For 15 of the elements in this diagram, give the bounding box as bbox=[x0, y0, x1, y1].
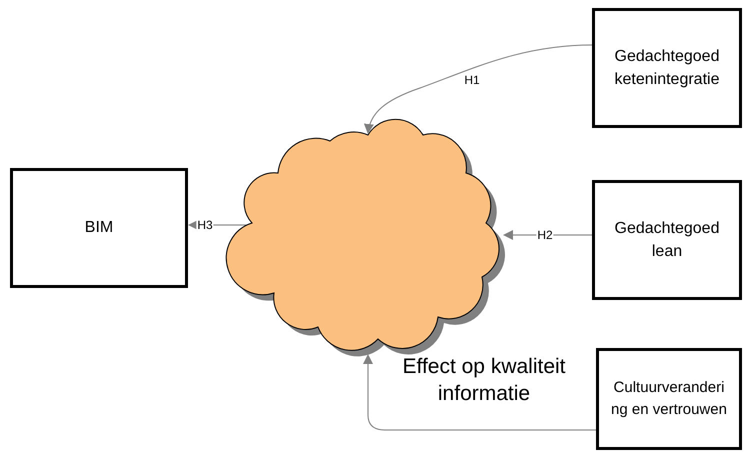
edge-label: H3 bbox=[196, 219, 214, 231]
edge-label: H2 bbox=[536, 229, 554, 241]
node-label: Effect op kwaliteit informatie bbox=[401, 354, 567, 408]
process-box bbox=[592, 180, 742, 300]
connector-arrow bbox=[503, 230, 592, 240]
process-box bbox=[592, 8, 742, 128]
node-label: BIM bbox=[84, 218, 114, 238]
node-label: Gedachtegoed lean bbox=[614, 218, 720, 262]
process-box bbox=[10, 168, 188, 288]
connector-arrow bbox=[363, 354, 596, 430]
process-box bbox=[596, 348, 742, 450]
node-label: Gedachtegoed ketenintegratie bbox=[614, 46, 720, 90]
edge-label: H1 bbox=[463, 74, 481, 86]
node-label: Cultuurverandering en vertrouwen bbox=[611, 378, 727, 420]
connector-arrow bbox=[364, 44, 592, 134]
